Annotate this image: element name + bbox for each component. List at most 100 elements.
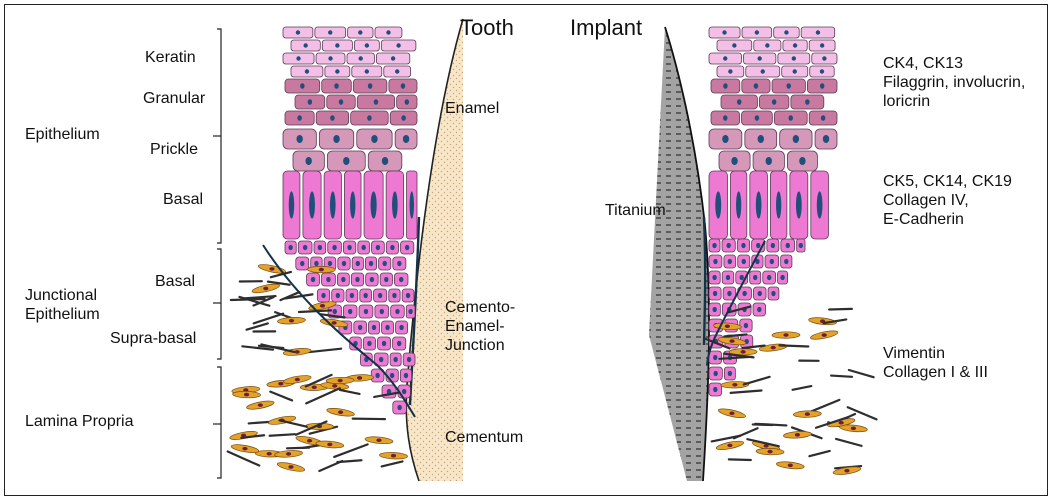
junctional-cell: [393, 257, 406, 270]
keratin-cell: [774, 27, 800, 38]
keratin-cell: [315, 27, 346, 38]
prickle-cell: [395, 129, 417, 149]
junctional-cell: [296, 257, 309, 270]
granular-cell: [711, 79, 740, 93]
fibroblast: [718, 407, 747, 419]
label-enamel: Enamel: [445, 100, 499, 119]
junctional-cell: [343, 241, 355, 254]
junctional-cell: [709, 239, 720, 252]
basal-cell: [770, 171, 786, 239]
junctional-cell: [365, 257, 376, 270]
junctional-cell: [346, 289, 358, 302]
granular-cell: [351, 111, 389, 125]
basal-cell: [303, 171, 321, 239]
markers-basal-group: CK5, CK14, CK19 Collagen IV, E-Cadherin: [883, 173, 1012, 230]
collagen-fiber: [247, 323, 268, 329]
fibroblast: [274, 450, 302, 458]
junctional-cell: [724, 367, 735, 380]
basal-cell: [283, 171, 300, 239]
collagen-fiber: [228, 451, 260, 465]
collagen-fiber: [382, 461, 403, 466]
collagen-fiber: [831, 376, 852, 377]
collagen-fiber: [809, 451, 829, 456]
keratin-cell: [782, 66, 808, 77]
prickle-cell: [787, 151, 817, 171]
collagen-fiber: [734, 428, 758, 438]
keratin-cell: [352, 66, 382, 77]
granular-cell: [285, 79, 320, 93]
junctional-cell: [322, 273, 336, 286]
granular-cell: [759, 95, 788, 109]
junctional-cell: [765, 255, 779, 268]
junctional-cell: [343, 305, 357, 318]
keratin-cell: [742, 27, 772, 38]
fibroblast: [810, 329, 839, 341]
fibroblast: [793, 410, 821, 417]
junctional-cell: [709, 303, 720, 316]
fibroblast: [246, 399, 275, 411]
junctional-cell: [768, 287, 779, 300]
fibroblast: [365, 436, 393, 445]
junctional-cell: [382, 321, 394, 334]
collagen-fiber: [270, 392, 292, 401]
junctional-cell: [753, 303, 765, 316]
keratin-cell: [291, 40, 320, 51]
junctional-cell: [328, 241, 342, 254]
collagen-fiber: [809, 400, 840, 413]
basal-cell: [811, 171, 829, 239]
label-epithelium: Epithelium: [25, 126, 100, 145]
collagen-fiber: [249, 422, 271, 424]
junctional-cell: [307, 273, 320, 286]
collagen-fiber: [340, 390, 360, 394]
junctional-cell: [393, 337, 406, 350]
keratin-cell: [809, 40, 835, 51]
fibroblast: [716, 439, 745, 451]
junctional-cell: [402, 289, 414, 302]
keratin-cell: [283, 27, 313, 38]
granular-cell: [389, 79, 417, 93]
granular-cell: [711, 111, 740, 125]
junctional-cell: [386, 241, 398, 254]
junctional-cell: [738, 255, 750, 268]
granular-cell: [397, 95, 417, 109]
markers-keratinized-group: CK4, CK13 Filaggrin, involucrin, loricri…: [883, 55, 1025, 112]
basal-cell: [344, 171, 361, 239]
keratin-cell: [717, 40, 752, 51]
label-titanium: Titanium: [605, 202, 666, 221]
junctional-cell: [360, 289, 372, 302]
junctional-cell: [358, 241, 370, 254]
junctional-cell: [406, 305, 415, 318]
collagen-fiber: [793, 386, 812, 390]
basal-cell: [364, 171, 383, 239]
keratin-cell: [291, 66, 323, 77]
keratin-cell: [325, 66, 350, 77]
keratin-cell: [778, 53, 810, 64]
granular-cell: [742, 79, 770, 93]
junctional-cell: [797, 239, 805, 252]
junctional-cell: [737, 239, 749, 252]
junctional-cell: [709, 383, 722, 396]
prickle-cell: [753, 151, 784, 171]
basal-cell: [709, 171, 727, 239]
fibroblast: [379, 452, 407, 460]
junctional-cell: [740, 319, 752, 332]
junctional-cell: [298, 241, 312, 254]
keratin-cell: [384, 66, 411, 77]
fibroblast: [283, 347, 312, 356]
markers-connective-group: Vimentin Collagen I & III: [883, 345, 988, 383]
granular-cell: [772, 79, 805, 93]
junctional-cell: [396, 321, 408, 334]
keratin-cell: [376, 53, 409, 64]
collagen-fiber: [731, 390, 762, 392]
junctional-cell: [375, 305, 389, 318]
fibroblast: [772, 332, 800, 339]
junctional-cell: [403, 353, 415, 366]
prickle-cell: [357, 129, 392, 149]
collagen-fiber: [836, 439, 862, 446]
collagen-fiber: [308, 349, 341, 353]
keratin-cell: [810, 66, 834, 77]
label-basal: Basal: [163, 191, 203, 210]
junctional-cell: [285, 241, 296, 254]
implant-title: Implant: [570, 15, 642, 41]
junctional-cell: [709, 287, 721, 300]
